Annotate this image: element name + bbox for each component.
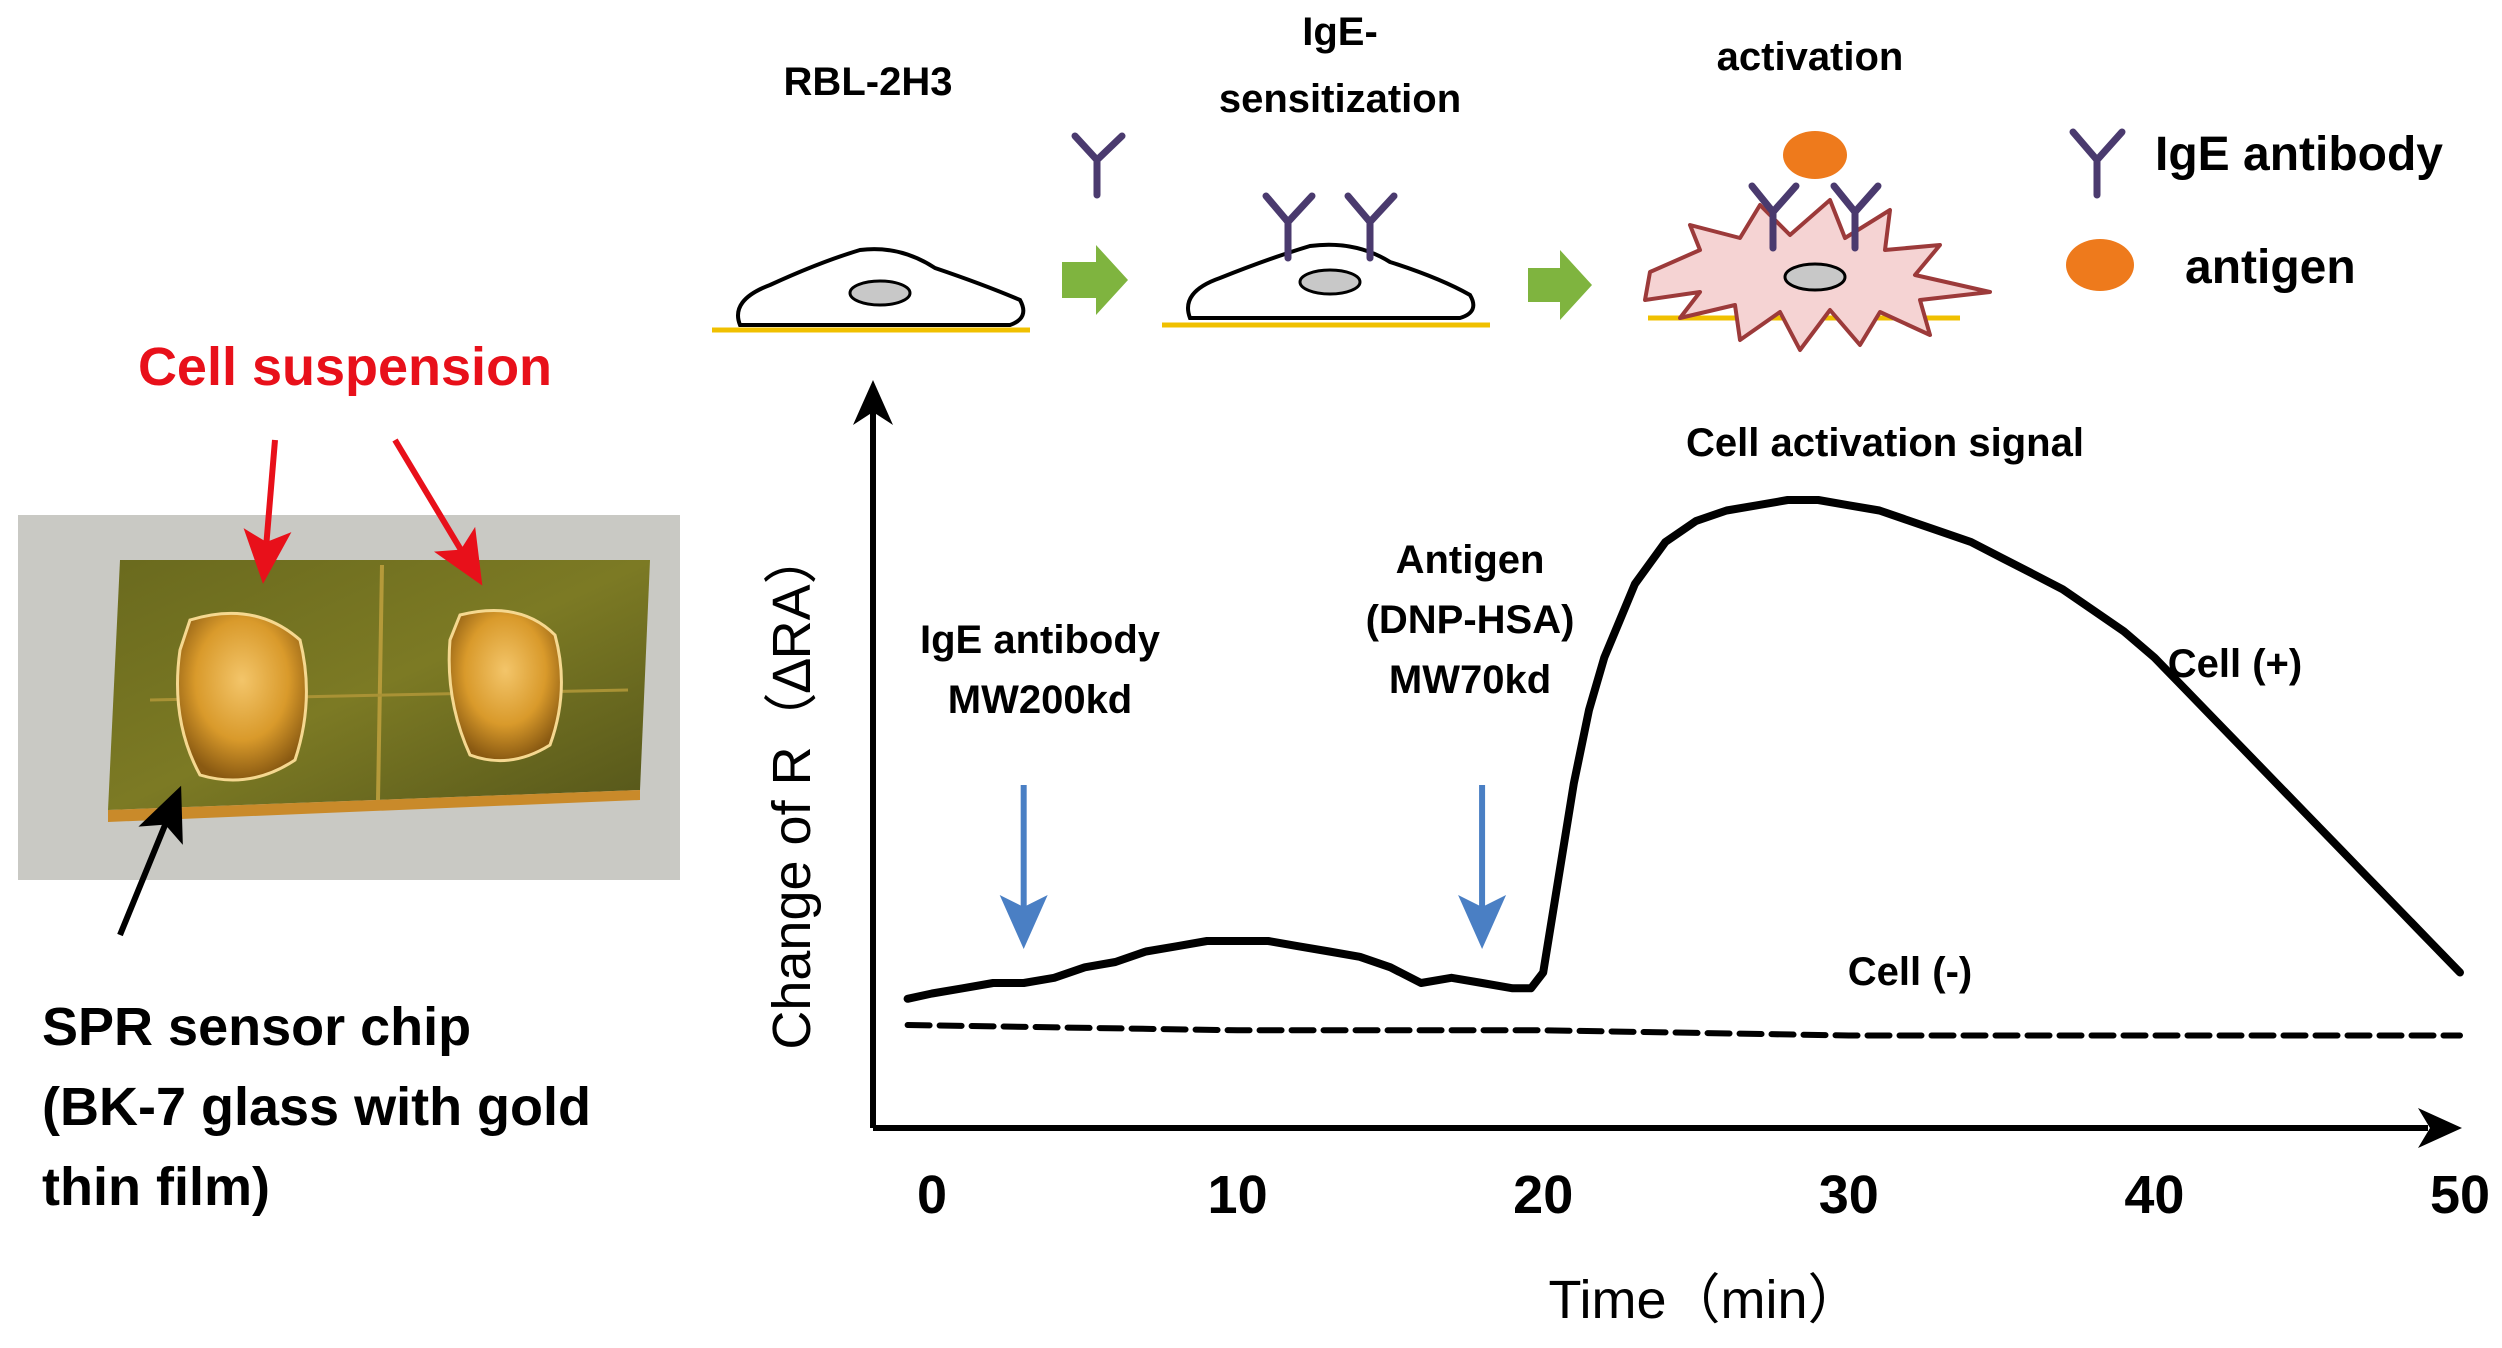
legend-antigen-label: antigen — [2185, 241, 2356, 294]
antigen-annotation-line-3: MW70kd — [1389, 658, 1551, 702]
addition-arrows — [999, 785, 1507, 949]
series-label-cell-minus: Cell (-) — [1848, 950, 1972, 994]
antigen-bound — [1783, 131, 1847, 179]
antigen-annotation-line-1: Antigen — [1396, 538, 1545, 582]
series-label-cell-plus: Cell (+) — [2168, 642, 2302, 686]
x-tick-label-10: 10 — [1208, 1165, 1268, 1225]
cell-suspension-drop-left — [176, 611, 308, 782]
chip-label-line-2: (BK-7 glass with gold — [42, 1077, 591, 1137]
sensor-chip-photo — [18, 515, 680, 880]
legend-antibody-label: IgE antibody — [2155, 128, 2443, 181]
stage1-label: RBL-2H3 — [784, 60, 953, 104]
cell-suspension-drop-right — [447, 609, 563, 763]
stage3-cell — [1643, 131, 1992, 352]
series-line-cell-plus — [903, 496, 2464, 1003]
ige-antibody-icon — [1071, 132, 1126, 199]
legend-antibody-icon — [2069, 128, 2126, 199]
x-tick-labels: 0 10 20 30 40 50 — [917, 1165, 2490, 1225]
peak-annotation: Cell activation signal — [1686, 421, 2084, 465]
cell-suspension-label: Cell suspension — [138, 337, 552, 397]
series-line-cell-minus — [904, 1022, 2463, 1039]
ige-annotation-line-2: MW200kd — [948, 678, 1133, 722]
x-tick-label-20: 20 — [1513, 1165, 1573, 1225]
chip-label-line-1: SPR sensor chip — [42, 997, 471, 1057]
stage2-cell — [1162, 192, 1490, 328]
stage3-label: activation — [1717, 35, 1904, 79]
chart: Change of R（∆RA） Time（min） 0 10 20 30 40 50 I… — [762, 380, 2490, 1330]
green-arrow-1 — [1062, 245, 1128, 315]
x-tick-label-0: 0 — [917, 1165, 947, 1225]
green-arrow-2 — [1528, 250, 1592, 320]
chip-divider — [376, 564, 384, 801]
y-axis-arrowhead — [853, 380, 893, 425]
chip-edge — [108, 790, 640, 822]
red-arrow-right — [392, 438, 483, 586]
ige-annotation-line-1: IgE antibody — [920, 618, 1161, 662]
x-axis-label: Time（min） — [1548, 1270, 1861, 1330]
x-tick-label-30: 30 — [1819, 1165, 1879, 1225]
x-tick-label-50: 50 — [2430, 1165, 2490, 1225]
black-arrow-chip — [117, 785, 183, 937]
y-axis-label: Change of R（∆RA） — [762, 530, 822, 1049]
stage3-antibodies — [1748, 182, 1882, 252]
x-axis-arrowhead — [2418, 1108, 2462, 1148]
stage2-label-line-2: sensitization — [1219, 77, 1461, 121]
stage2-label-line-1: IgE- — [1302, 10, 1378, 54]
stage2-antibodies — [1262, 192, 1398, 262]
stage1-cell — [712, 247, 1030, 333]
schematic: RBL-2H3 IgE- sensitization activation — [712, 10, 2443, 352]
chip-label-line-3: thin film) — [42, 1157, 270, 1217]
legend-antigen-icon — [2066, 239, 2134, 291]
data-series — [903, 496, 2464, 1039]
red-arrow-left — [243, 439, 292, 584]
x-tick-label-40: 40 — [2124, 1165, 2184, 1225]
antigen-annotation-line-2: (DNP-HSA) — [1366, 598, 1575, 642]
